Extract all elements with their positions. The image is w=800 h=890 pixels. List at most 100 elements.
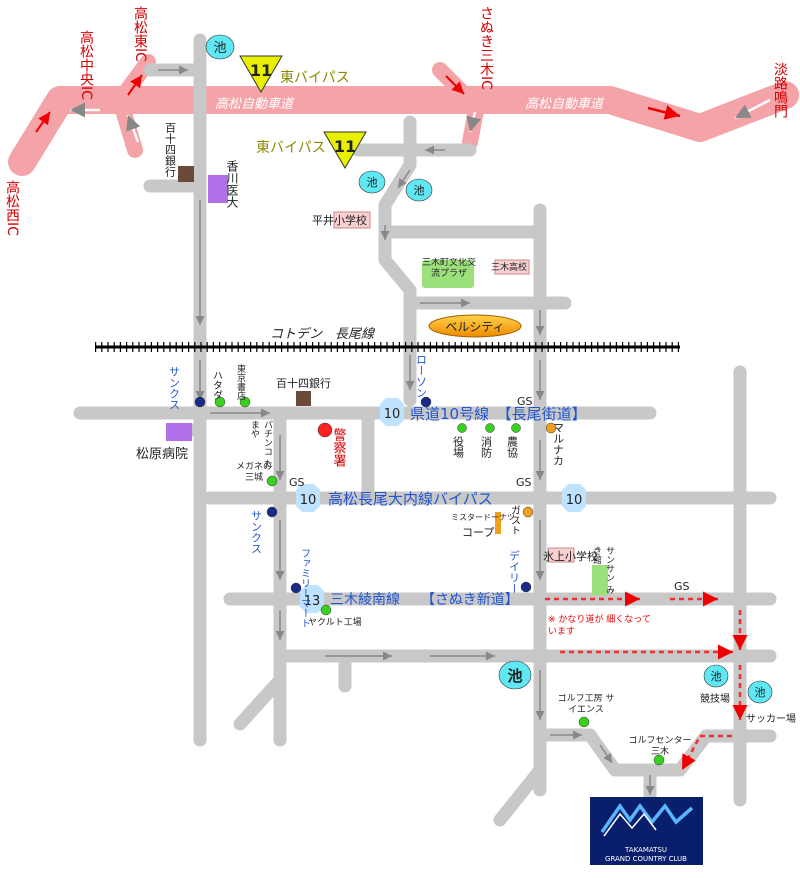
highway: 高松自動車道 高松自動車道 [8,54,799,176]
recommended-route [545,591,748,771]
pond-label: 池 [755,686,766,699]
bank-north-label: 百十四銀行 [164,122,177,178]
gusto-dot [522,506,534,518]
pref10-label: 県道10号線 【長尾街道】 [410,405,587,423]
tokyo-shoten-dot [239,396,251,408]
matsubara-label: 松原病院 [136,447,188,462]
gs-label: GS [516,476,532,489]
sunks-dot [194,396,206,408]
ic-takamatsu-chuo: 高松中央IC [78,29,94,100]
store-dots [194,396,665,766]
miki-high-label: 三木高校 [491,261,527,273]
lawson-dot [420,396,432,408]
golf-center-dot [653,754,665,766]
sunsun-label: サンサン みき館 [591,546,614,594]
yakuba-dot [457,423,467,433]
highway-label-west: 高松自動車道 [215,97,295,112]
yakult-label: ヤクルト工場 [308,616,362,628]
yakuba-label: 役場 [452,435,465,459]
svg-text:13: 13 [304,594,321,609]
marunaka-label: マルナカ [552,422,565,466]
svg-text:10: 10 [566,493,583,508]
school-icon [333,211,371,229]
police-dot [317,422,333,438]
svg-text:ベルシティ: ベルシティ [445,320,504,334]
familymart-label: ファミリーマート [299,548,310,628]
familymart-dot [290,582,302,594]
hospital-icon [166,423,192,441]
miki-ayanan-label: 三木綾南線 【さぬき新道】 [330,592,519,608]
club-logo: TAKAMATSU GRAND COUNTRY CLUB [590,797,703,865]
mister-donut-label: ミスタードーナツ [451,513,515,522]
gs-label: GS [517,395,533,408]
megane-dot [266,475,278,487]
pond-label: 池 [507,667,522,685]
coop-label: コープ [462,526,494,539]
route-13-circle: 13 [300,585,324,613]
school-icon [547,547,575,563]
bell-city: ベルシティ [428,314,522,338]
daily-dot [520,581,532,593]
warning-note: ※ かなり道が 細くなっています [548,615,651,637]
bank-icon [178,166,194,182]
gusto-label: ガスト [509,505,520,535]
police-label: 警察署 [331,427,347,468]
highway-label-east: 高松自動車道 [525,97,605,112]
golf-science-label: ゴルフ工房 サイエンス [557,694,615,715]
shobo-label: 消防 [480,435,493,459]
ic-takamatsu-higashi: 高松東IC [132,5,148,62]
pond-label: 池 [711,670,722,683]
shobo-dot [485,423,495,433]
svg-text:10: 10 [300,493,317,508]
coop-icon [495,512,501,534]
road-arrows [158,65,655,795]
tokyo-shoten-label: 東京書店 [235,363,246,401]
route11-south-sign: 11 東バイパス [256,131,367,169]
svg-text:11: 11 [334,137,356,156]
golf-science-dot [578,716,590,728]
route11-north-label: 東バイパス [280,70,350,86]
route11-north-sign: 11 東バイパス [239,55,350,93]
pond-labels: 池 池 池 池 池 池 [213,41,765,699]
golf-center-label: ゴルフセンター 三木 [628,736,692,757]
route-10-circle-c: 10 [562,484,586,512]
ic-sanuki-miki: さぬき三木IC [478,6,494,90]
pachinko-label: パチンコ たまや [249,420,272,468]
club-logo-line2: GRAND COUNTRY CLUB [605,855,687,863]
bypass-label: 高松長尾大内線バイパス [328,490,493,508]
bank-south-label: 百十四銀行 [276,376,331,390]
sunsun-icon [592,565,608,595]
gs-label: GS [674,580,690,593]
svg-text:11: 11 [250,61,272,80]
yakult-dot [320,604,332,616]
sunks2-dot [266,506,278,518]
daily-label: デイリー [508,549,521,594]
hikami-school-label: 氷上小学校 [543,549,598,563]
route-10-circle-a: 10 [380,398,404,426]
bank-icon [296,391,311,406]
route-10-circle-b: 10 [296,484,320,512]
bunka-plaza-label: 三木町文化交流プラザ [421,258,476,279]
marunaka-dot [545,422,557,434]
route11-south-label: 東バイパス [256,140,326,156]
nokyo-label: 農協 [506,435,519,459]
pond-label: 池 [414,184,425,197]
megane-label: メガネの 三城 [236,462,272,483]
railway-kotoden: コトデン 長尾線 [95,326,680,352]
ic-naruto: 淡路鳴門 [772,62,788,119]
hata-dot [214,396,226,408]
hospital-icon [208,175,228,203]
pond-label: 池 [367,176,378,189]
pond-markers [205,34,773,704]
pond-label: 池 [213,41,226,56]
sunks-label: サンクス [168,366,181,410]
kagawa-idai-label: 香川医大 [225,160,239,208]
plaza-icon [422,260,474,288]
sunks2-label: サンクス [250,510,263,554]
kyogijo-label: 競技場 [700,692,730,705]
club-logo-line1: TAKAMATSU [624,846,667,854]
ic-takamatsu-nishi: 高松西IC [4,179,20,236]
gs-label: GS [289,476,305,489]
svg-text:10: 10 [384,407,401,422]
